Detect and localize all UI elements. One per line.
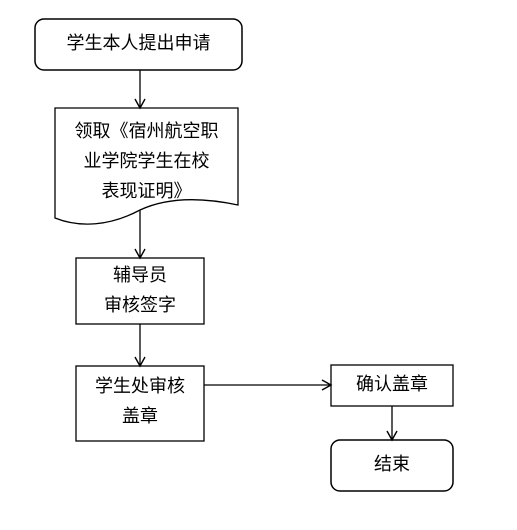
node-get-certificate-line-2: 业学院学生在校 [83, 151, 210, 172]
node-get-certificate-line-3: 表现证明》 [101, 181, 192, 202]
node-counselor-line-1: 辅导员 [113, 265, 167, 286]
node-end-label: 结束 [331, 450, 453, 480]
node-apply-line-1: 学生本人提出申请 [66, 33, 211, 54]
node-confirm-stamp-label: 确认盖章 [331, 370, 453, 400]
node-end-line-1: 结束 [374, 454, 410, 475]
node-student-office-line-1: 学生处审核 [95, 376, 185, 397]
node-get-certificate-line-1: 领取《宿州航空职 [74, 121, 219, 142]
node-apply-shape [34, 18, 243, 71]
node-get-certificate-label: 领取《宿州航空职 业学院学生在校 表现证明》 [55, 117, 238, 207]
node-apply-label: 学生本人提出申请 [35, 29, 242, 59]
node-confirm-stamp-line-1: 确认盖章 [356, 374, 428, 395]
node-counselor-line-2: 审核签字 [104, 295, 176, 316]
node-student-office-line-2: 盖章 [122, 406, 158, 427]
node-student-office-label: 学生处审核 盖章 [76, 372, 204, 432]
node-counselor-label: 辅导员 审核签字 [76, 261, 204, 321]
node-get-certificate-shape [54, 107, 239, 225]
node-counselor-shape [75, 257, 205, 325]
